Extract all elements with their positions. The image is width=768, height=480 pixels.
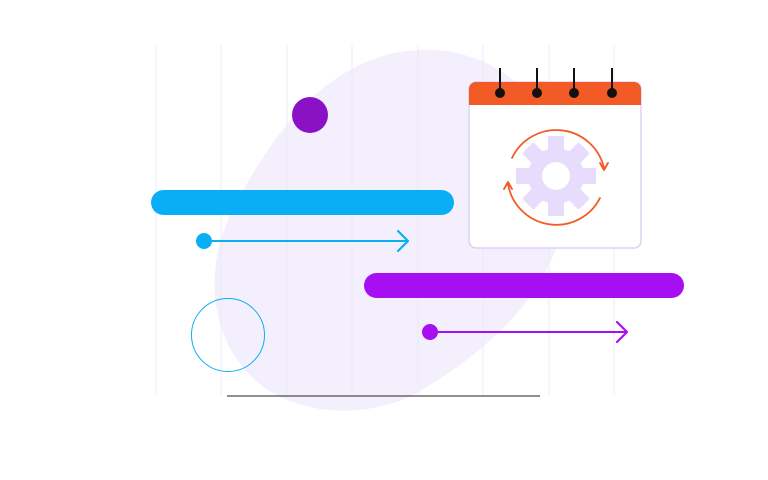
ring-dot (569, 88, 579, 98)
ring-dot (532, 88, 542, 98)
outline-circle (191, 298, 265, 372)
violet-timeline-bar (364, 273, 684, 298)
cyan-timeline-bar (151, 190, 454, 215)
cyan-arrow-icon (196, 229, 410, 253)
calendar-icon (468, 68, 642, 249)
violet-arrow-icon (422, 320, 629, 344)
ring-dot (607, 88, 617, 98)
gear-icon (516, 136, 596, 216)
purple-dot (292, 97, 328, 133)
calendar-header (469, 82, 641, 105)
refresh-cycle-icon (503, 129, 609, 226)
ring-dot (495, 88, 505, 98)
